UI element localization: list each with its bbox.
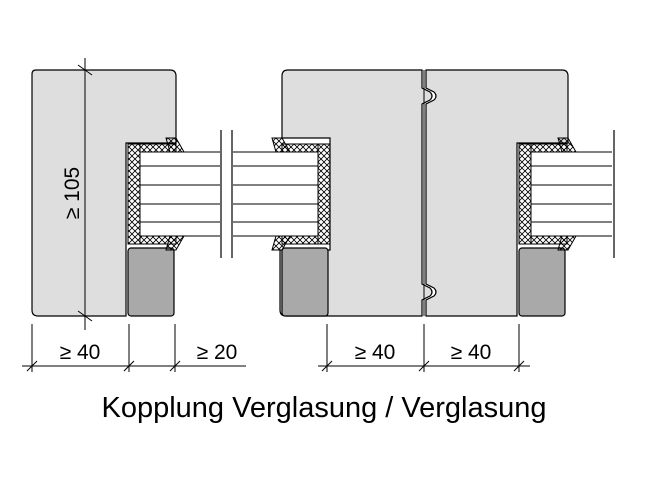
height-dimension	[77, 58, 93, 330]
left-seal-block	[127, 247, 175, 317]
right-glazing-unit	[518, 130, 615, 258]
mullion-seal-block	[281, 247, 329, 317]
mullion-left-width-label: ≥ 40	[355, 341, 396, 364]
right-seal-block	[518, 247, 566, 317]
left-spacer-outer	[127, 143, 141, 245]
right-spacer-outer	[518, 143, 532, 245]
middle-glass-panes	[233, 151, 318, 237]
left-glazing-unit	[127, 137, 220, 251]
left-frame-width-label: ≥ 40	[60, 341, 101, 364]
middle-spacer-outer	[317, 143, 331, 245]
mullion-profiles	[279, 69, 569, 317]
width-dimension-chain	[22, 324, 530, 372]
mullion-right-profile	[425, 69, 569, 317]
middle-glazing-unit	[233, 137, 331, 251]
mullion-right-width-label: ≥ 40	[451, 341, 492, 364]
right-glass-panes	[531, 151, 612, 237]
left-frame-body	[31, 69, 177, 317]
left-glass-panes	[140, 151, 220, 237]
drawing-caption: Kopplung Verglasung / Verglasung	[101, 392, 546, 424]
break-lines	[220, 130, 233, 258]
glazing-gap-label: ≥ 20	[197, 341, 238, 364]
left-frame-profile	[31, 69, 177, 317]
height-dimension-label: ≥ 105	[61, 167, 84, 219]
